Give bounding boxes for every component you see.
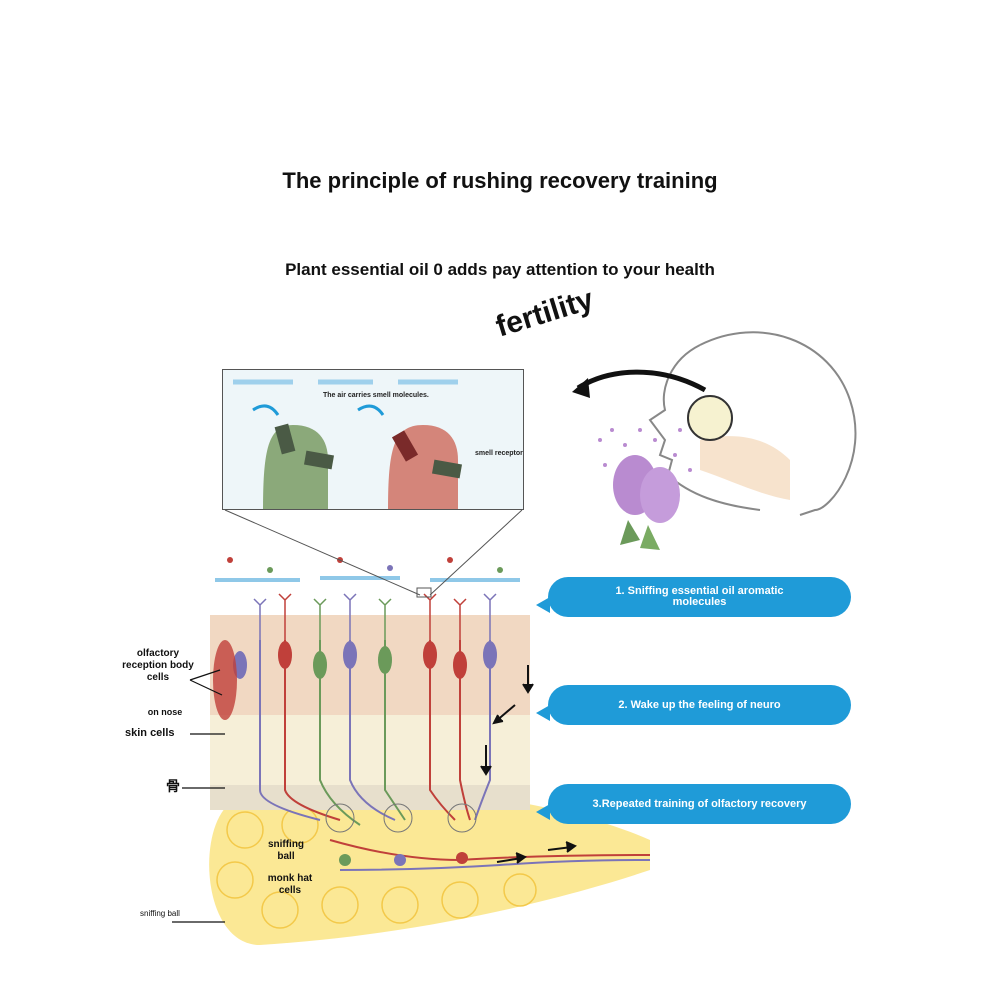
callout-step-3: 3.Repeated training of olfactory recover… bbox=[536, 784, 851, 824]
page-subtitle: Plant essential oil 0 adds pay attention… bbox=[285, 260, 715, 279]
bulb-circles bbox=[216, 806, 537, 929]
air-caption: The air carries smell molecules. bbox=[323, 392, 429, 399]
receptor-caption: smell receptor bbox=[475, 450, 523, 457]
submucosa-layer bbox=[210, 715, 530, 785]
airflow-arrows bbox=[215, 576, 520, 582]
nasal-cavity bbox=[700, 436, 790, 500]
zoom-lines bbox=[224, 509, 523, 596]
label-bone: 骨 bbox=[166, 778, 180, 794]
lilac-flower bbox=[613, 455, 680, 550]
flower-scent-dots bbox=[598, 428, 692, 472]
mitral-cells bbox=[339, 852, 468, 866]
glomeruli bbox=[325, 803, 477, 833]
callout-step-2: 2. Wake up the feeling of neuro bbox=[536, 685, 851, 725]
label-sniffing-ball-bottom: sniffing ball bbox=[140, 909, 180, 918]
label-on-nose: on nose bbox=[147, 707, 183, 717]
epithelium-layer bbox=[210, 615, 530, 715]
dendrites bbox=[253, 593, 497, 640]
receptor-inset: The air carries smell molecules. smell r… bbox=[222, 369, 524, 510]
flow-arrows bbox=[480, 665, 577, 864]
magnifier-circle bbox=[687, 395, 733, 441]
label-olfactory-cells: olfactory reception body cells bbox=[122, 648, 194, 683]
label-skin-cells: skin cells bbox=[125, 727, 175, 739]
inset-art bbox=[233, 379, 463, 509]
curved-arrow bbox=[576, 369, 707, 393]
olfactory-bulb bbox=[209, 787, 650, 945]
head-illustration bbox=[648, 331, 857, 516]
molecules bbox=[227, 557, 503, 573]
label-monk-hat-cells: monk hat cells bbox=[267, 873, 313, 896]
neuron-bodies bbox=[213, 640, 497, 720]
page-title: The principle of rushing recovery traini… bbox=[282, 168, 718, 193]
label-sniffing-ball: sniffing ball bbox=[267, 839, 305, 862]
callout-step-1: 1. Sniffing essential oil aromatic molec… bbox=[536, 577, 851, 617]
leader-lines bbox=[172, 669, 225, 923]
